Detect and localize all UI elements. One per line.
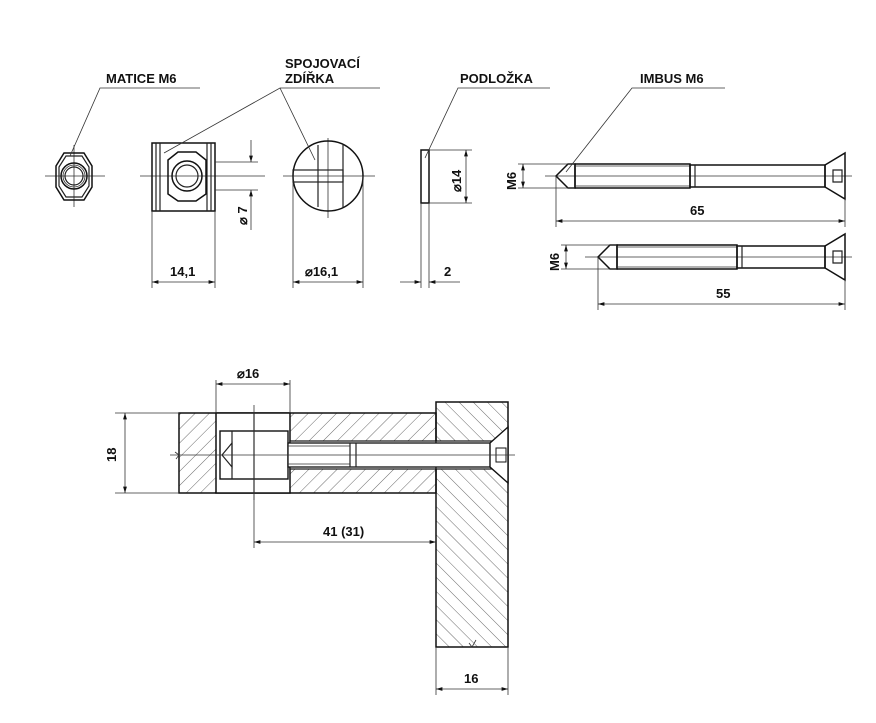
dim-16-dia: ⌀16 [237,366,259,381]
matice-label: MATICE M6 [106,71,177,86]
cross-dowel-side-view [140,140,265,230]
imbus-leader [565,87,725,173]
washer-view [400,149,472,288]
dim-m6-top: M6 [504,172,519,190]
dim-2: 2 [444,264,451,279]
cross-dowel-front-view [283,138,375,288]
spojovaci-label-line2: ZDÍŘKA [285,71,335,86]
dim-55: 55 [716,286,730,301]
dim-16-dia-lines [215,380,291,413]
dim-14-1-lines [151,211,216,288]
dim-18: 18 [104,448,119,462]
hex-nut-view [45,145,105,207]
dim-16-1: ⌀16,1 [305,264,338,279]
dim-18-lines [115,412,179,494]
assembly-section [170,401,515,648]
dim-41-lines [253,493,436,548]
spojovaci-label-line1: SPOJOVACÍ [285,56,360,71]
dim-16-lines [435,647,509,695]
dim-m6-bottom: M6 [547,253,562,271]
matice-leader [69,87,200,157]
dim-7: ⌀ 7 [235,206,250,225]
dim-65: 65 [690,203,704,218]
imbus-label: IMBUS M6 [640,71,704,86]
screw-55-view [561,232,852,310]
dim-16: 16 [464,671,478,686]
podlozka-leader [424,87,550,159]
podlozka-label: PODLOŽKA [460,71,534,86]
spojovaci-leader-2 [279,87,316,161]
dim-14: ⌀14 [449,169,464,192]
dim-41: 41 (31) [323,524,364,539]
dim-14-1: 14,1 [170,264,195,279]
screw-65-view [518,151,852,227]
